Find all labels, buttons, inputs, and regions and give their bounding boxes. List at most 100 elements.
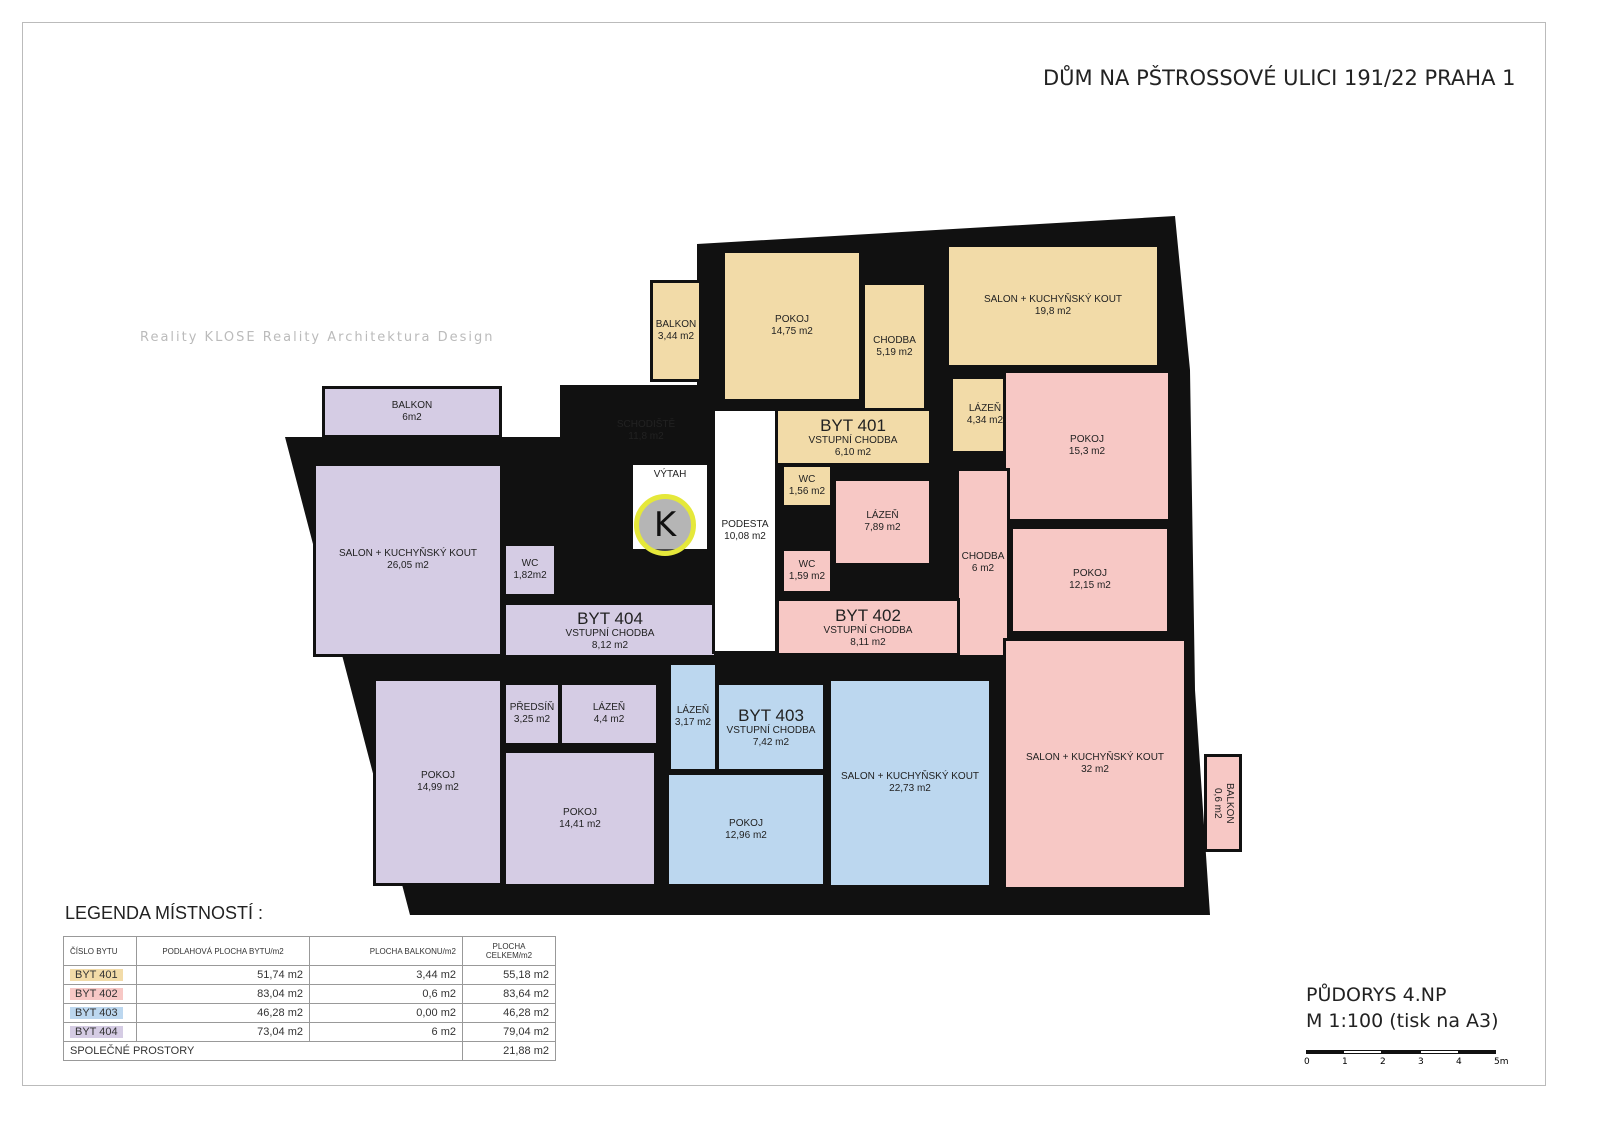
room-area: 0,6 m2 [1212, 787, 1223, 819]
room-area: 11,8 m2 [628, 431, 664, 442]
room-area: 5,19 m2 [876, 347, 913, 358]
room-area: 22,73 m2 [889, 783, 931, 794]
room-name: WC [798, 474, 816, 485]
legend-row: BYT 401 51,74 m2 3,44 m2 55,18 m2 [63, 965, 556, 985]
room-name: POKOJ [729, 817, 763, 829]
room-name: POKOJ [775, 314, 809, 325]
room-name: LÁZEŇ [866, 510, 899, 521]
room-name: SCHODIŠTĚ [616, 419, 676, 430]
balcony-area-cell: 6 m2 [309, 1022, 463, 1042]
room-area: 4,34 m2 [966, 415, 1004, 426]
plan-scale: M 1:100 (tisk na A3) [1306, 1010, 1499, 1032]
room-name: VSTUPNÍ CHODBA [808, 434, 898, 446]
floor-area-cell: 83,04 m2 [136, 984, 310, 1004]
apartment-cell: BYT 402 [63, 984, 137, 1004]
balcony-area-cell: 0,6 m2 [309, 984, 463, 1004]
room-area: 10,08 m2 [724, 531, 766, 542]
header-cell: PLOCHA CELKEM/m2 [462, 936, 556, 966]
total-area-cell: 55,18 m2 [462, 965, 556, 985]
room-area: 26,05 m2 [387, 560, 429, 571]
room-area: 12,96 m2 [725, 829, 767, 841]
room-name: POKOJ [1070, 434, 1104, 445]
common-total: 21,88 m2 [462, 1041, 556, 1061]
total-area-cell: 83,64 m2 [462, 984, 556, 1004]
room-area: 12,15 m2 [1069, 580, 1111, 591]
room-name: POKOJ [1073, 568, 1107, 579]
room-area: 7,42 m2 [752, 736, 790, 748]
room-area: 3,25 m2 [513, 714, 551, 725]
room-name: SALON + KUCHYŇSKÝ KOUT [338, 548, 478, 559]
room-name: LÁZEŇ [592, 702, 626, 713]
apartment-cell: BYT 404 [63, 1022, 137, 1042]
scale-tick: 0 [1304, 1057, 1310, 1067]
room-name: VSTUPNÍ CHODBA [823, 624, 913, 636]
room-area: 6 m2 [971, 563, 995, 574]
scale-tick: 3 [1418, 1057, 1424, 1067]
room-name: POKOJ [421, 770, 455, 781]
scale-bar-segments [1306, 1050, 1497, 1054]
legend-table: ČÍSLO BYTU PODLAHOVÁ PLOCHA BYTU/m2 PLOC… [63, 936, 556, 1061]
legend-header-row: ČÍSLO BYTU PODLAHOVÁ PLOCHA BYTU/m2 PLOC… [63, 936, 556, 966]
header-cell: PLOCHA BALKONU/m2 [309, 936, 463, 966]
room-name: LÁZEŇ [676, 705, 710, 716]
watermark-logo: K [634, 494, 696, 556]
room-area: 1,59 m2 [788, 571, 826, 582]
room-name: VSTUPNÍ CHODBA [726, 724, 816, 736]
floor-area-cell: 73,04 m2 [136, 1022, 310, 1042]
common-label: SPOLEČNÉ PROSTORY [63, 1041, 463, 1061]
apartment-cell: BYT 401 [63, 965, 137, 985]
room-name: BALKON [655, 319, 697, 330]
watermark-text: Reality KLOSE Reality Architektura Desig… [140, 330, 495, 345]
legend-row: BYT 402 83,04 m2 0,6 m2 83,64 m2 [63, 984, 556, 1004]
room-area: 6m2 [402, 412, 422, 423]
room-name: WC [521, 558, 539, 569]
room-name: PODESTA [721, 519, 769, 530]
apartment-swatch: BYT 403 [70, 1007, 123, 1019]
plan-name: PŮDORYS 4.NP [1306, 984, 1447, 1006]
room-area: 1,56 m2 [788, 486, 826, 497]
room-name: BALKON [1224, 782, 1235, 824]
apartment-swatch: BYT 404 [70, 1026, 123, 1038]
room-name: POKOJ [563, 806, 597, 818]
floor-area-cell: 51,74 m2 [136, 965, 310, 985]
room-area: 14,99 m2 [417, 782, 459, 793]
room-area: 15,3 m2 [1068, 446, 1106, 457]
scale-tick: 5m [1494, 1057, 1509, 1067]
room-area: 32 m2 [1081, 764, 1109, 775]
header-cell: ČÍSLO BYTU [63, 936, 137, 966]
room-area: 4,4 m2 [593, 714, 625, 725]
room-area: 3,17 m2 [674, 717, 712, 728]
apartment-swatch: BYT 402 [70, 988, 123, 1000]
room-area: 14,75 m2 [771, 326, 813, 337]
apartment-label: BYT 402 [835, 605, 901, 625]
scale-tick: 4 [1456, 1057, 1462, 1067]
legend-common-row: SPOLEČNÉ PROSTORY 21,88 m2 [63, 1041, 556, 1061]
room-area: 3,44 m2 [657, 331, 695, 342]
apartment-cell: BYT 403 [63, 1003, 137, 1023]
apartment-label: BYT 403 [738, 705, 804, 725]
